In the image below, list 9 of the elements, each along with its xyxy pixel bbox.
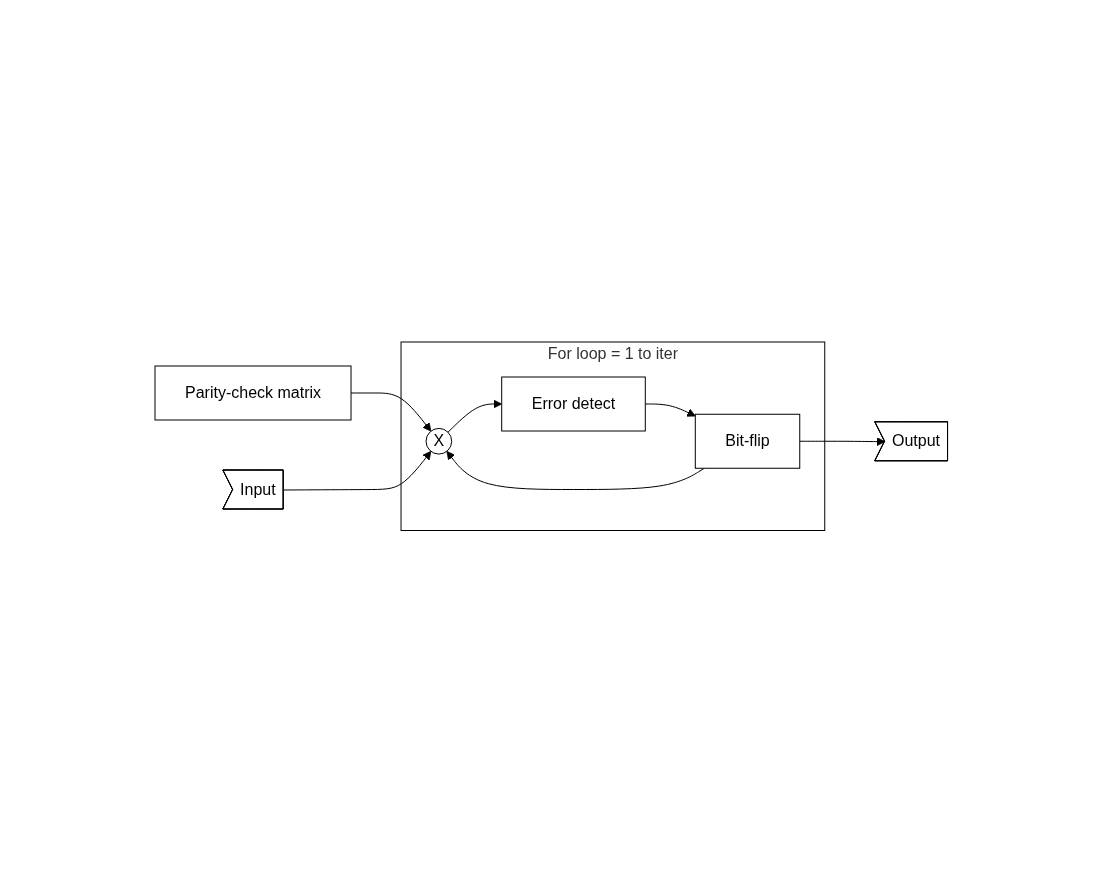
node-circle: X — [425, 428, 452, 455]
arrow — [446, 451, 705, 491]
node-box: Parity-check matrix — [154, 365, 352, 421]
node-box: Error detect — [500, 376, 646, 432]
node-box: Bit-flip — [694, 414, 800, 469]
arrow — [447, 399, 502, 433]
arrow — [282, 451, 432, 491]
arrow — [644, 403, 696, 417]
arrow — [350, 392, 432, 432]
